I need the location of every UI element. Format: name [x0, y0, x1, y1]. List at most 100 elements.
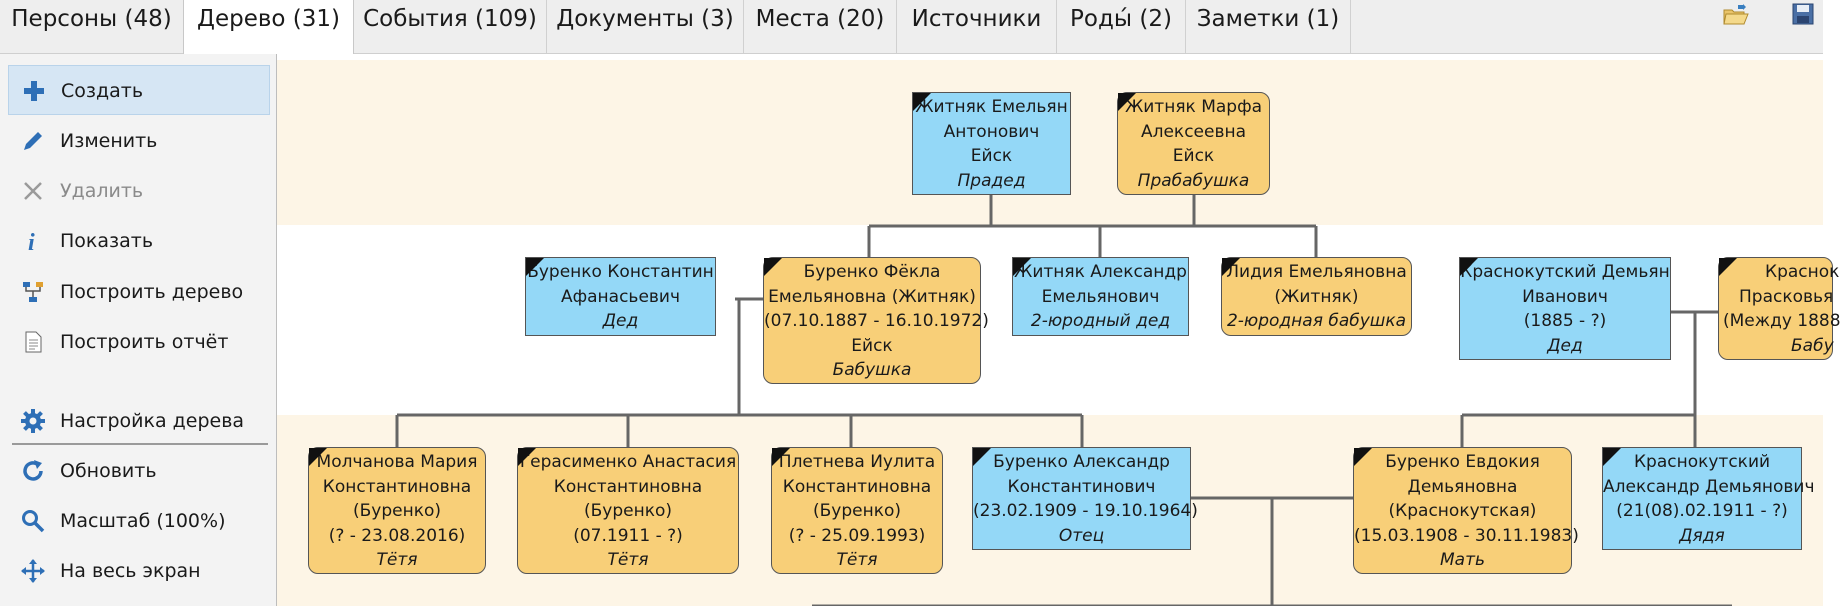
person-card[interactable]: Буренко Александр Константинович (23.02.… — [972, 447, 1198, 550]
person-card[interactable]: Герасименко Анастасия Константиновна (Бу… — [517, 447, 739, 574]
person-card[interactable]: Житняк Емельян Антонович Ейск Прадед — [912, 92, 1071, 195]
person-maiden-name: (Буренко) — [812, 501, 902, 521]
person-relation: Дед — [602, 311, 639, 331]
person-dates: (07.10.1887 - 16.10.1972) — [764, 311, 989, 331]
person-card[interactable]: Буренко Константин Афанасьевич Дед — [525, 257, 716, 336]
show-label: Показать — [60, 230, 154, 252]
deceased-marker — [913, 93, 931, 111]
create-label: Создать — [61, 80, 144, 102]
zoom-button[interactable]: Масштаб (100%) — [8, 496, 270, 546]
person-relation: 2-юродный дед — [1030, 311, 1171, 331]
person-name: (Житняк) — [1274, 286, 1359, 307]
person-name: Иванович — [1522, 286, 1608, 307]
person-relation: Отец — [1058, 525, 1105, 546]
person-card[interactable]: Краснок Прасковья (Между 1888 Бабу — [1718, 257, 1841, 360]
tree-canvas[interactable]: Житняк Емельян Антонович Ейск Прадед Жит… — [277, 54, 1841, 606]
delete-label: Удалить — [60, 180, 144, 202]
build-report-label: Построить отчёт — [60, 331, 229, 353]
person-dates: (15.03.1908 - 30.11.1983) — [1354, 525, 1579, 546]
tab-sources[interactable]: Источники — [897, 0, 1057, 53]
person-card[interactable]: Лидия Емельяновна (Житняк) 2-юродная баб… — [1221, 257, 1412, 336]
deceased-marker — [772, 448, 790, 466]
deceased-marker — [973, 448, 991, 466]
person-maiden-name: (Краснокутская) — [1388, 501, 1537, 521]
person-dates: (21(08).02.1911 - ?) — [1616, 501, 1788, 521]
fit-screen-button[interactable]: На весь экран — [8, 546, 270, 596]
tree-icon — [20, 279, 46, 305]
person-name: Афанасьевич — [560, 286, 681, 307]
tab-clans[interactable]: Роды́ (2) — [1057, 0, 1186, 53]
person-name: Буренко Александр — [993, 452, 1170, 472]
person-card[interactable]: Краснокутский Демьян Иванович (1885 - ?)… — [1459, 257, 1671, 360]
refresh-button[interactable]: Обновить — [8, 446, 270, 496]
person-name: Житняк Александр — [1014, 262, 1187, 282]
refresh-icon — [20, 458, 46, 484]
person-dates: (1885 - ?) — [1523, 311, 1607, 331]
person-dates: (23.02.1909 - 19.10.1964) — [973, 501, 1198, 521]
person-place: Ейск — [970, 146, 1013, 166]
person-dates: (07.1911 - ?) — [573, 525, 683, 546]
person-dates: (Между 1888 — [1723, 311, 1841, 331]
refresh-label: Обновить — [60, 460, 157, 482]
tab-bar: Персоны (48) Дерево (31) События (109) Д… — [0, 0, 1823, 54]
person-name: Буренко Евдокия — [1385, 452, 1540, 472]
save-icon[interactable] — [1789, 2, 1819, 28]
tree-settings-button[interactable]: Настройка дерева — [8, 396, 270, 446]
sidebar-separator — [12, 443, 268, 445]
person-name: Краснокутский Демьян — [1460, 262, 1670, 282]
build-report-button[interactable]: Построить отчёт — [8, 317, 270, 367]
person-name: Константиновна — [322, 476, 472, 497]
person-place: Ейск — [851, 335, 893, 356]
tab-tree[interactable]: Дерево (31) — [183, 0, 354, 54]
edit-button[interactable]: Изменить — [8, 116, 270, 166]
build-tree-button[interactable]: Построить дерево — [8, 267, 270, 317]
tab-notes[interactable]: Заметки (1) — [1186, 0, 1351, 53]
build-tree-label: Построить дерево — [60, 281, 244, 303]
open-folder-icon[interactable] — [1721, 2, 1751, 28]
tab-places[interactable]: Места (20) — [744, 0, 897, 53]
person-card[interactable]: Краснокутский Александр Демьянович (21(0… — [1602, 447, 1815, 550]
deceased-marker — [1603, 448, 1621, 466]
tree-settings-label: Настройка дерева — [60, 410, 245, 432]
person-name: Буренко Фёкла — [803, 262, 941, 282]
gear-icon — [20, 408, 46, 434]
fit-screen-label: На весь экран — [60, 560, 201, 582]
person-card[interactable]: Плетнева Иулита Константиновна (Буренко)… — [771, 447, 943, 574]
delete-button[interactable]: Удалить — [8, 166, 270, 216]
svg-text:i: i — [28, 230, 35, 256]
tree-connector-lines — [395, 195, 1732, 606]
zoom-label: Масштаб (100%) — [60, 510, 226, 532]
person-name: Житняк Марфа — [1124, 97, 1263, 117]
document-icon — [20, 329, 46, 355]
pencil-icon — [20, 128, 46, 154]
person-name: Александр Демьянович — [1603, 476, 1815, 497]
sidebar: Создать Изменить Удалить i Показать Пост… — [0, 54, 277, 606]
person-relation: Бабушка — [832, 360, 912, 380]
move-arrows-icon — [20, 558, 46, 584]
person-name: Герасименко Анастасия — [519, 452, 737, 472]
person-relation: Тётя — [376, 550, 418, 570]
deceased-marker — [1719, 258, 1737, 276]
person-name: Лидия Емельяновна — [1226, 262, 1407, 282]
person-relation: Прабабушка — [1137, 170, 1250, 191]
person-maiden-name: (Буренко) — [583, 501, 673, 521]
person-card[interactable]: Буренко Фёкла Емельяновна (Житняк) (07.1… — [763, 257, 989, 384]
info-icon: i — [20, 228, 46, 256]
search-icon — [20, 508, 46, 534]
person-card[interactable]: Буренко Евдокия Демьяновна (Краснокутска… — [1353, 447, 1579, 574]
deceased-marker — [1354, 448, 1372, 466]
person-name: Емельянович — [1041, 286, 1160, 307]
person-card[interactable]: Житняк Марфа Алексеевна Ейск Прабабушка — [1117, 92, 1270, 195]
person-card[interactable]: Молчанова Мария Константиновна (Буренко)… — [308, 447, 486, 574]
create-button[interactable]: Создать — [8, 65, 270, 115]
tab-documents[interactable]: Документы (3) — [547, 0, 744, 53]
person-relation: Тётя — [607, 550, 649, 570]
deceased-marker — [764, 258, 782, 276]
person-card[interactable]: Житняк Александр Емельянович 2-юродный д… — [1012, 257, 1189, 336]
tab-events[interactable]: События (109) — [354, 0, 547, 53]
deceased-marker — [518, 448, 536, 466]
show-button[interactable]: i Показать — [8, 216, 270, 266]
tab-persons[interactable]: Персоны (48) — [0, 0, 184, 53]
person-name: Константиновна — [782, 476, 932, 497]
deceased-marker — [309, 448, 327, 466]
